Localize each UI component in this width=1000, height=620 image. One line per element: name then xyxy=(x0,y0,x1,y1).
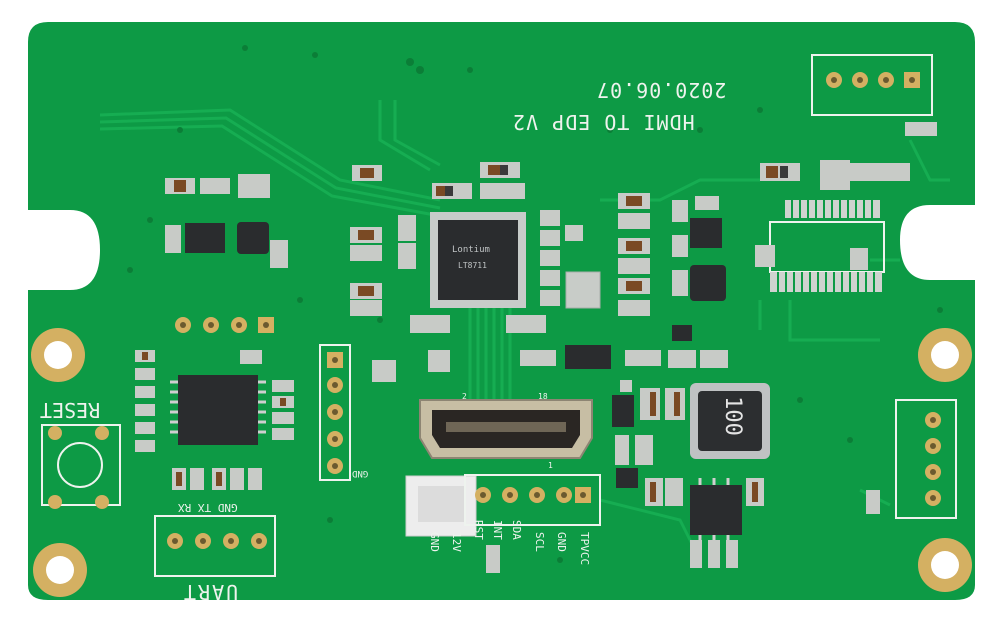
pin-label-int: INT xyxy=(491,520,504,540)
pin-label-12v: 12V xyxy=(450,532,463,552)
pin-label-rst: RST xyxy=(472,520,485,540)
pin-label-gnd-1: GND xyxy=(428,532,441,552)
crystal xyxy=(565,271,601,309)
hdmi-port xyxy=(419,399,593,459)
chip-brand: Lontium xyxy=(452,245,490,255)
mounting-holes xyxy=(31,328,972,597)
chip-pins xyxy=(170,380,730,542)
board-date: 2020.06.07 xyxy=(596,78,727,102)
pin-label-sda: SDA xyxy=(510,520,523,540)
pin-label-scl: SCL xyxy=(533,532,546,552)
main-ic xyxy=(430,212,526,308)
pin-label-tpvcc: TPVCC xyxy=(578,532,591,566)
hdmi-pin-1: 1 xyxy=(548,461,553,470)
chip-part: LT8711 xyxy=(458,261,487,270)
silk-outlines xyxy=(41,54,957,577)
inductor-marking: 100 xyxy=(719,396,745,436)
hdmi-pin-18: 18 xyxy=(538,392,548,401)
uart-label: UART xyxy=(182,580,239,604)
ic-chips xyxy=(178,218,742,535)
uart-pins-label: GND TX RX xyxy=(178,501,238,514)
fpc-pins xyxy=(777,200,875,292)
vias xyxy=(127,45,943,563)
hdmi-pin-2: 2 xyxy=(462,392,467,401)
gnd-side-label: GND xyxy=(352,468,369,478)
transistors xyxy=(616,325,692,488)
smd-components xyxy=(135,122,937,573)
board-title: HDMI TO EDP V2 xyxy=(512,110,695,134)
inductor xyxy=(690,383,770,459)
pin-label-gnd-2: GND xyxy=(555,532,568,552)
reset-label: RESET xyxy=(40,398,101,422)
pad-holes xyxy=(172,77,936,544)
